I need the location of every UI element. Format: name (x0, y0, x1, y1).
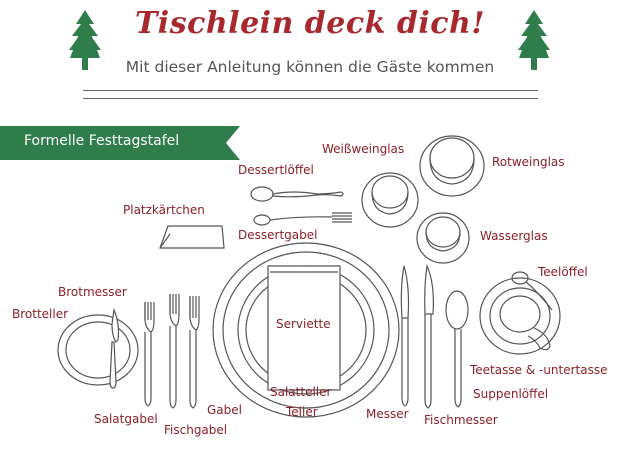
fish-knife (424, 263, 434, 409)
label-messer: Messer (366, 407, 409, 421)
label-teller: Teller (286, 405, 318, 419)
label-suppenloeffel: Suppenlöffel (473, 387, 549, 401)
label-dessertgabel: Dessertgabel (238, 228, 318, 242)
pine-tree-icon (518, 10, 550, 70)
label-dessertloeffel: Dessertlöffel (238, 163, 314, 177)
dessert-fork (253, 212, 352, 226)
label-brotmesser: Brotmesser (58, 285, 127, 299)
label-brotteller: Brotteller (12, 307, 69, 321)
dinner-knife (400, 265, 410, 407)
label-gabel: Gabel (207, 403, 242, 417)
salad-fork (144, 302, 155, 407)
main-plate (212, 242, 400, 418)
fish-fork (169, 294, 180, 409)
dinner-fork (189, 296, 200, 409)
label-wasserglas: Wasserglas (480, 229, 548, 243)
dessert-spoon (250, 186, 344, 202)
label-teeloeffel: Teelöffel (538, 265, 588, 279)
bread-plate (57, 314, 139, 386)
label-teetasse: Teetasse & -untertasse (470, 363, 608, 377)
pine-tree-icon (69, 10, 101, 70)
napkin (267, 265, 341, 391)
soup-spoon (445, 290, 469, 408)
red-wine-glass (419, 135, 485, 197)
divider-top (83, 90, 538, 91)
label-platzkaertchen: Platzkärtchen (123, 203, 205, 217)
section-banner (0, 126, 240, 160)
tea-cup-and-saucer (479, 277, 561, 355)
divider-bottom (83, 98, 538, 99)
teaspoon (511, 271, 553, 311)
page-title: Tischlein deck dich! (134, 6, 485, 41)
bread-knife (109, 307, 120, 389)
water-glass (416, 212, 470, 264)
label-fischmesser: Fischmesser (424, 413, 498, 427)
place-card (159, 225, 225, 249)
label-fischgabel: Fischgabel (164, 423, 228, 437)
label-weissweinglas: Weißweinglas (322, 142, 405, 156)
page-subtitle: Mit dieser Anleitung können die Gäste ko… (125, 58, 495, 76)
banner-label: Formelle Festtagstafel (24, 133, 180, 149)
label-salatteller: Salatteller (270, 385, 332, 399)
label-salatgabel: Salatgabel (94, 412, 158, 426)
label-rotweinglas: Rotweinglas (492, 155, 565, 169)
label-serviette: Serviette (276, 317, 331, 331)
white-wine-glass (361, 172, 419, 228)
